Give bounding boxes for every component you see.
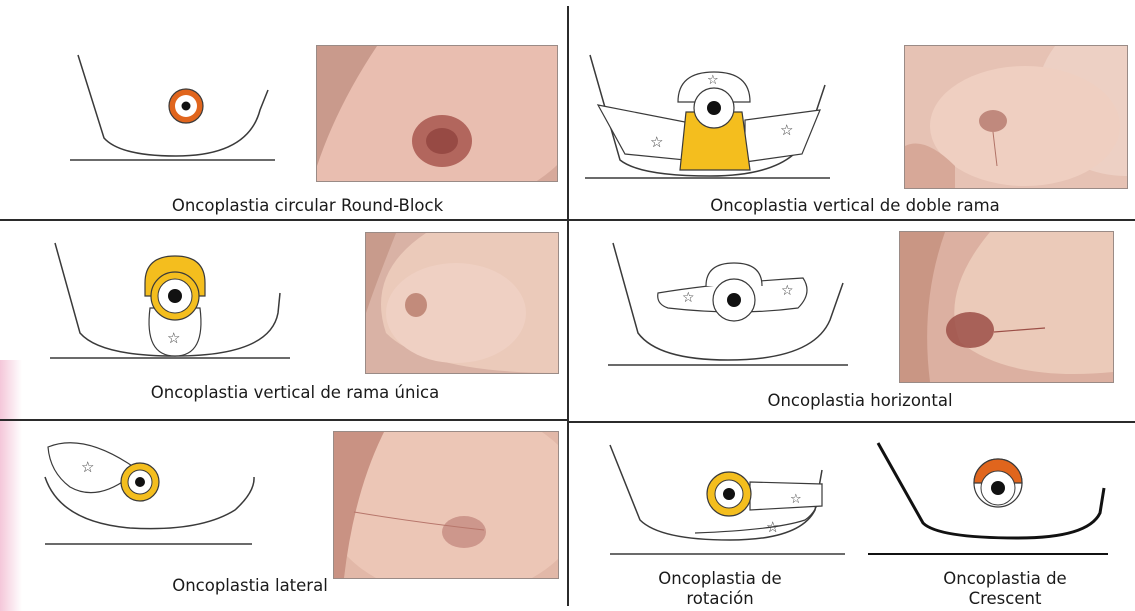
- crescent-caption-line2: Crescent: [905, 589, 1105, 609]
- crescent-caption: Oncoplastia de Crescent: [905, 569, 1105, 609]
- row-divider-2-left: [0, 419, 567, 421]
- horizontal-diagram: ☆ ☆: [598, 238, 858, 373]
- vertical-single-caption: Oncoplastia vertical de rama única: [55, 383, 535, 403]
- rotation-caption-line2: rotación: [620, 589, 820, 609]
- crescent-caption-line1: Oncoplastia de: [905, 569, 1105, 589]
- vertical-single-diagram: ☆: [40, 238, 300, 368]
- svg-text:☆: ☆: [650, 133, 663, 151]
- crescent-diagram: [868, 438, 1118, 560]
- row-divider-1: [0, 219, 1135, 221]
- vertical-divider: [567, 6, 569, 606]
- horizontal-caption: Oncoplastia horizontal: [690, 391, 1030, 411]
- svg-text:☆: ☆: [790, 492, 802, 507]
- svg-text:☆: ☆: [81, 458, 94, 476]
- svg-text:☆: ☆: [781, 283, 794, 299]
- rotation-caption: Oncoplastia de rotación: [620, 569, 820, 609]
- lateral-caption: Oncoplastia lateral: [90, 576, 410, 596]
- svg-text:☆: ☆: [707, 73, 719, 88]
- vertical-double-caption: Oncoplastia vertical de doble rama: [575, 196, 1135, 216]
- horizontal-photo: [899, 231, 1114, 383]
- svg-text:☆: ☆: [780, 121, 793, 139]
- svg-text:☆: ☆: [766, 518, 779, 536]
- vertical-double-diagram: ☆ ☆ ☆: [580, 50, 840, 185]
- svg-text:☆: ☆: [682, 290, 695, 306]
- row-divider-2-right: [569, 421, 1135, 423]
- round-block-diagram: [60, 50, 290, 170]
- pink-edge-tint: [0, 360, 22, 611]
- rotation-caption-line1: Oncoplastia de: [620, 569, 820, 589]
- svg-text:☆: ☆: [167, 329, 180, 347]
- round-block-photo: [316, 45, 558, 182]
- round-block-caption: Oncoplastia circular Round-Block: [60, 196, 555, 216]
- vertical-single-photo: [365, 232, 559, 374]
- rotation-diagram: ☆ ☆: [600, 440, 850, 560]
- lateral-photo: [333, 431, 559, 579]
- vertical-double-photo: [904, 45, 1128, 189]
- lateral-diagram: ☆: [40, 432, 270, 550]
